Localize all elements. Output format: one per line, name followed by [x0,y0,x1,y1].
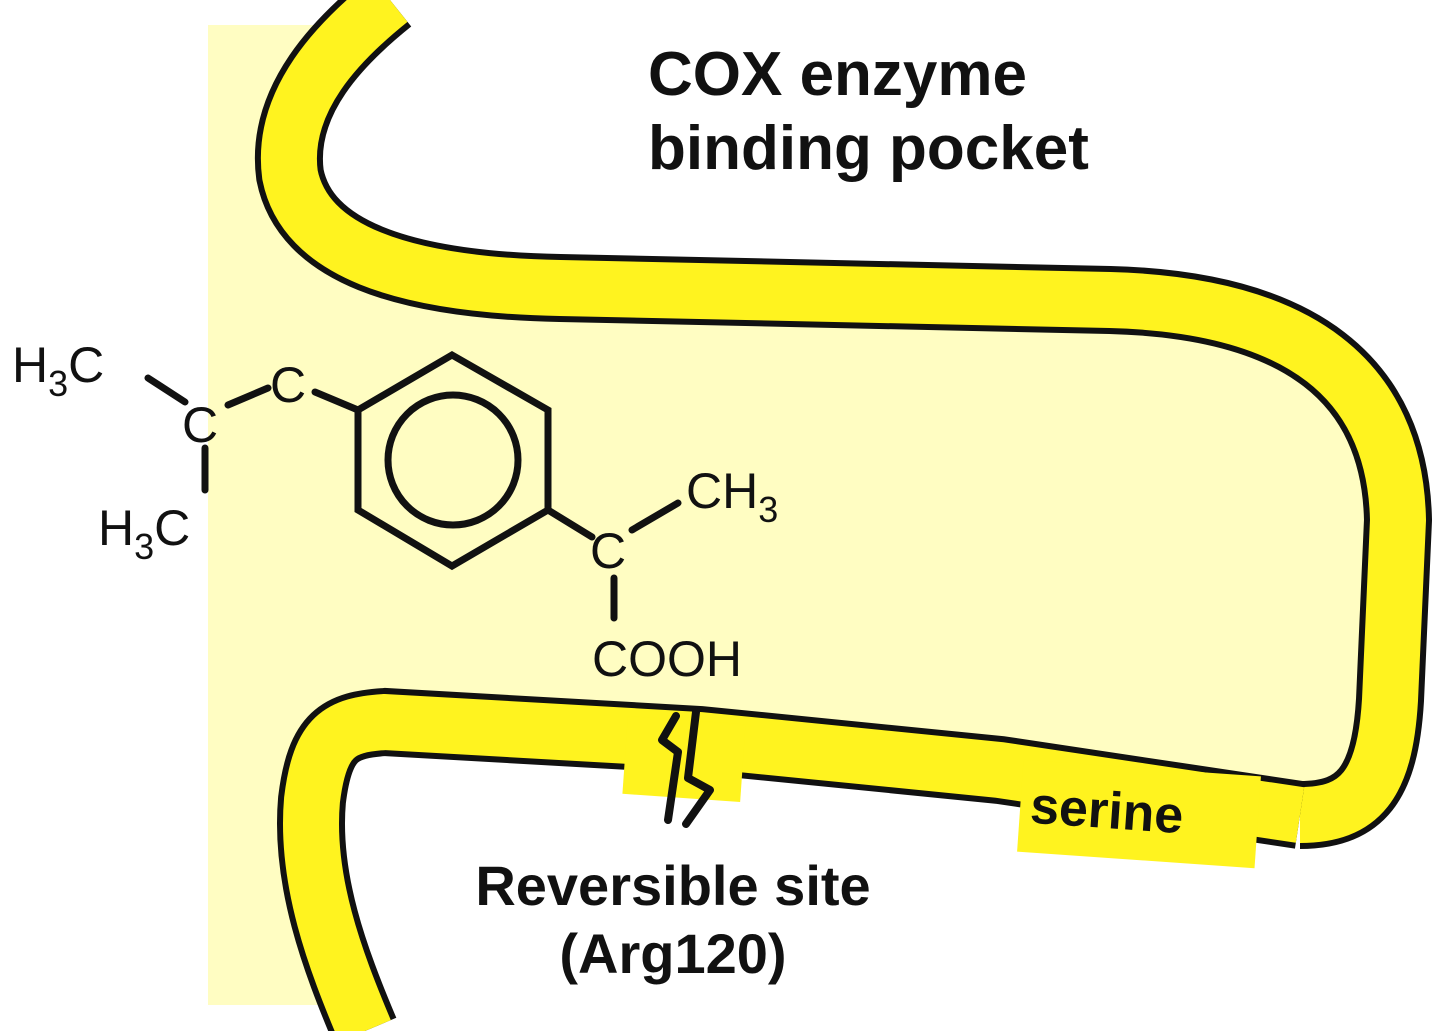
title-line-2: binding pocket [648,114,1089,183]
serine-highlight [1017,759,1261,869]
benzene-ring [354,350,552,571]
site-caption-line-1: Reversible site [475,854,871,917]
atom-carboxyl: COOH [592,631,742,687]
atom-methylene-carbon: C [270,357,306,413]
atom-methyl-top: H3C [12,337,104,404]
atom-branch-carbon: C [182,397,218,453]
reversible-site-caption: Reversible site (Arg120) [408,852,938,988]
reversible-site-highlight [622,715,746,803]
site-caption-line-2: (Arg120) [559,922,787,985]
bond-ring-calpha [544,506,596,541]
bond-c-ch2 [224,384,272,409]
atom-alpha-carbon: C [590,523,626,579]
benzene-aromatic-circle [384,391,522,529]
pocket-exterior-top [288,0,1440,815]
atom-methyl-right: CH3 [686,463,778,530]
reversible-binding-arrow-icon [658,708,714,828]
bond-ch3top-c [144,374,189,406]
lower-pocket-wall [277,687,1306,1031]
ibuprofen-molecule: H3C C C H3C C CH3 COOH [12,337,778,687]
serine-label: serine [1028,777,1185,846]
molecule-bonds [144,350,682,622]
bond-ch2-ring [311,388,362,414]
upper-pocket-wall [254,0,1433,849]
bond-calpha-ch3 [628,499,682,534]
title-line-1: COX enzyme [648,40,1028,109]
atom-methyl-bottom: H3C [98,500,190,567]
diagram-title: COX enzyme binding pocket [648,38,1089,186]
